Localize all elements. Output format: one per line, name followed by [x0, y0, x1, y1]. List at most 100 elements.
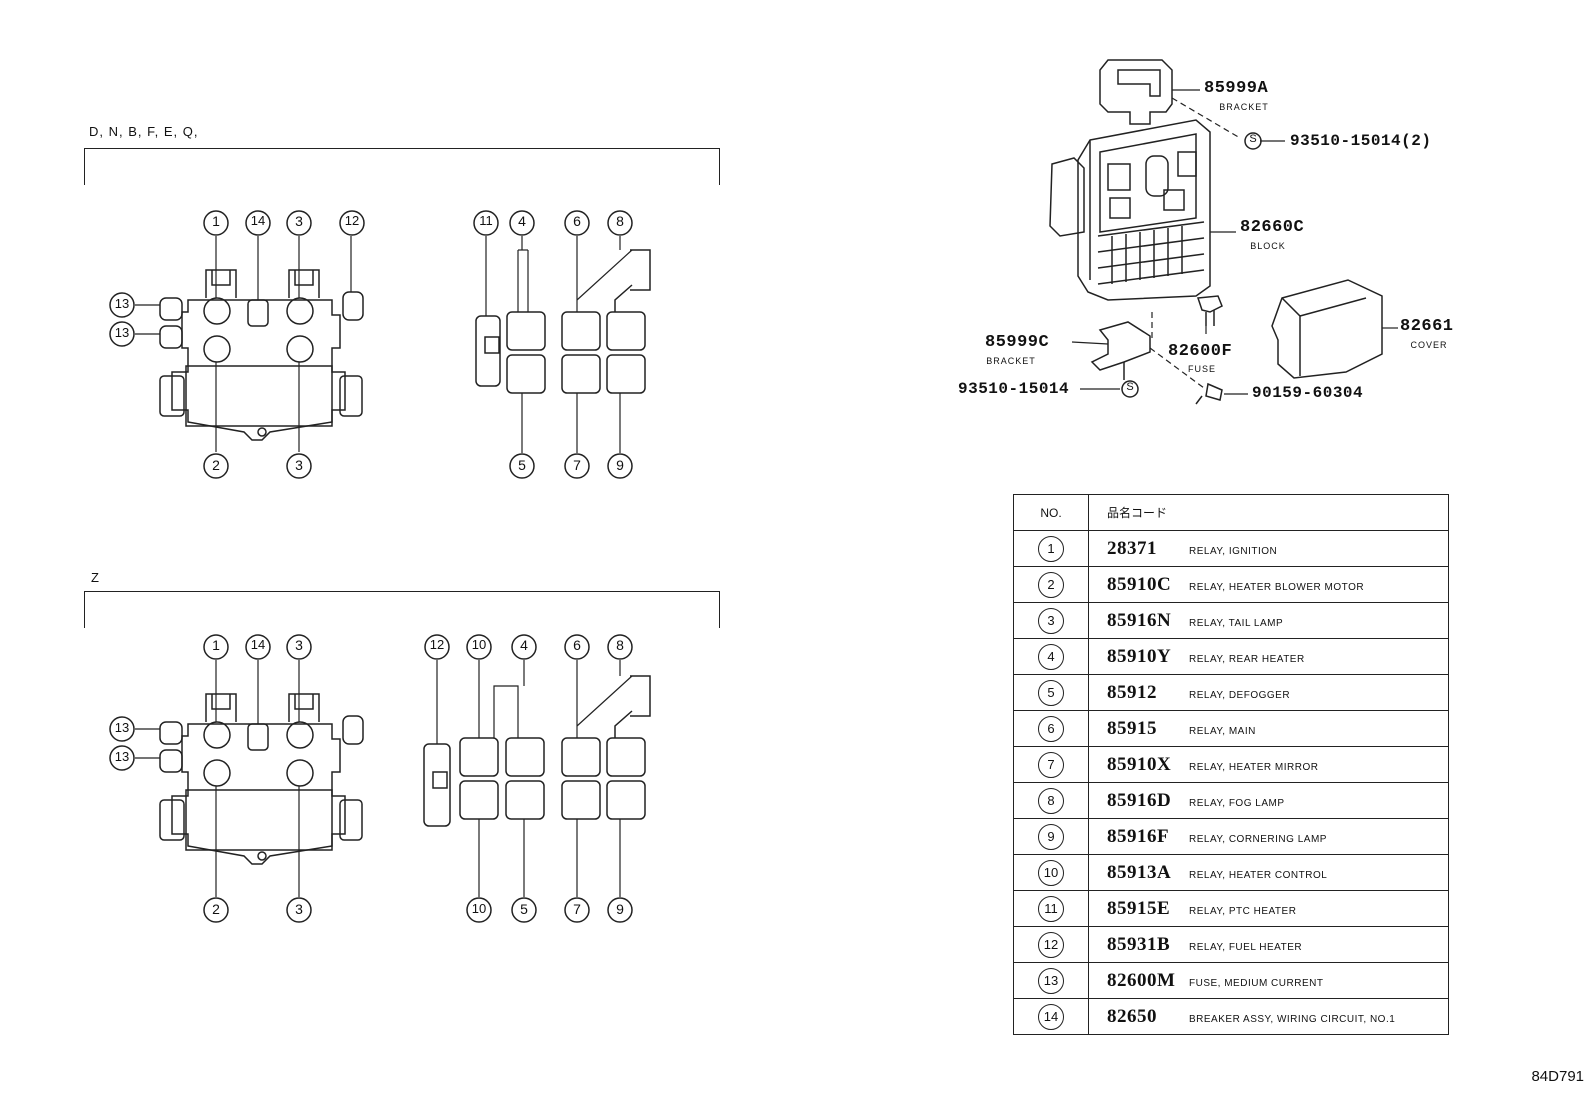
callout-7-top: 7 — [573, 457, 581, 473]
row-no: 8 — [1013, 782, 1089, 819]
row-no: 9 — [1013, 818, 1089, 855]
callout-3-top: 3 — [295, 213, 303, 229]
part-code: 82650 — [1107, 1005, 1157, 1027]
part-code: 85910X — [1107, 753, 1172, 775]
part-93510-15014-2: 93510-15014(2) — [1290, 132, 1432, 150]
part-code: 85912 — [1107, 681, 1157, 703]
callout-1-bottom: 1 — [212, 637, 220, 653]
part-code: 85916F — [1107, 825, 1170, 847]
part-82600f-name: FUSE — [1187, 364, 1216, 374]
header-code-text: 品名コード — [1107, 506, 1168, 520]
callout-3b-top: 3 — [295, 457, 303, 473]
callout-1-top: 1 — [212, 213, 220, 229]
callout-9-bottom: 9 — [616, 901, 624, 917]
part-82660c: 82660C — [1240, 218, 1305, 237]
row-no: 3 — [1013, 602, 1089, 639]
callout-13a-top: 13 — [114, 296, 130, 311]
row-number-circle: 1 — [1038, 535, 1064, 562]
callout-13b-top: 13 — [114, 325, 130, 340]
relay-block-top-left — [159, 269, 364, 441]
table-row: 5 85912 RELAY, DEFOGGER — [1013, 674, 1449, 711]
table-row: 11 85915E RELAY, PTC HEATER — [1013, 890, 1449, 927]
relay-group-bottom-right — [423, 675, 651, 827]
row-no: 11 — [1013, 890, 1089, 927]
row-number-circle: 11 — [1038, 895, 1064, 922]
part-description: RELAY, DEFOGGER — [1189, 689, 1291, 701]
part-85999a: 85999A — [1204, 79, 1269, 98]
row-number-circle: 6 — [1038, 715, 1064, 742]
row-number-circle: 4 — [1038, 643, 1064, 670]
part-description: RELAY, CORNERING LAMP — [1189, 833, 1327, 845]
callout-8-top: 8 — [616, 213, 624, 229]
part-description: FUSE, MEDIUM CURRENT — [1189, 977, 1324, 989]
part-82661: 82661 — [1400, 317, 1454, 336]
row-number-circle: 13 — [1038, 967, 1064, 994]
part-code: 85915E — [1107, 897, 1171, 919]
part-description: RELAY, HEATER MIRROR — [1189, 761, 1319, 773]
row-number-circle: 14 — [1038, 1003, 1064, 1030]
row-number-circle: 9 — [1038, 823, 1064, 850]
part-85999a-name: BRACKET — [1219, 102, 1269, 112]
part-description: RELAY, HEATER BLOWER MOTOR — [1189, 581, 1365, 593]
callout-13b-bottom: 13 — [114, 749, 130, 764]
table-row: 9 85916F RELAY, CORNERING LAMP — [1013, 818, 1449, 855]
row-no: 13 — [1013, 962, 1089, 999]
row-detail: 82650 BREAKER ASSY, WIRING CIRCUIT, NO.1 — [1088, 998, 1449, 1035]
screw-symbol-a: S — [1249, 133, 1257, 145]
callout-5-top: 5 — [518, 457, 526, 473]
callout-3-bottom: 3 — [295, 637, 303, 653]
row-number-circle: 5 — [1038, 679, 1064, 706]
row-detail: 85915E RELAY, PTC HEATER — [1088, 890, 1449, 927]
table-header: NO. 品名コード — [1013, 494, 1449, 531]
part-code: 85916D — [1107, 789, 1172, 811]
callout-14-bottom: 14 — [250, 637, 266, 652]
part-85999c-name: BRACKET — [986, 356, 1036, 366]
callout-14-top: 14 — [250, 213, 266, 228]
part-82660c-name: BLOCK — [1250, 241, 1286, 251]
section-label-top: D, N, B, F, E, Q, — [89, 124, 199, 139]
row-no: 2 — [1013, 566, 1089, 603]
part-description: RELAY, PTC HEATER — [1189, 905, 1297, 917]
part-82600f: 82600F — [1168, 342, 1233, 361]
callout-12-top: 12 — [344, 213, 360, 228]
row-no: 1 — [1013, 530, 1089, 567]
callout-6-bottom: 6 — [573, 637, 581, 653]
diagram-id: 84D791 — [1531, 1068, 1584, 1085]
callout-2-bottom: 2 — [212, 901, 220, 917]
header-no: NO. — [1013, 494, 1089, 531]
callout-12-bottom: 12 — [429, 637, 445, 652]
row-no: 7 — [1013, 746, 1089, 783]
callout-10b-bottom: 10 — [471, 901, 487, 916]
callout-7-bottom: 7 — [573, 901, 581, 917]
row-number-circle: 10 — [1038, 859, 1064, 886]
callout-8-bottom: 8 — [616, 637, 624, 653]
part-85999c: 85999C — [985, 333, 1050, 352]
section-bracket-top — [84, 148, 720, 185]
part-90159-60304: 90159-60304 — [1252, 384, 1364, 402]
part-description: RELAY, FUEL HEATER — [1189, 941, 1303, 953]
row-no: 12 — [1013, 926, 1089, 963]
row-number-circle: 7 — [1038, 751, 1064, 778]
row-detail: 85910X RELAY, HEATER MIRROR — [1088, 746, 1449, 783]
row-no: 10 — [1013, 854, 1089, 891]
part-description: RELAY, REAR HEATER — [1189, 653, 1305, 665]
screw-symbol-c: S — [1126, 381, 1134, 393]
relay-group-top-right — [475, 249, 651, 394]
part-code: 85931B — [1107, 933, 1171, 955]
callout-6-top: 6 — [573, 213, 581, 229]
callout-3b-bottom: 3 — [295, 901, 303, 917]
part-description: BREAKER ASSY, WIRING CIRCUIT, NO.1 — [1189, 1013, 1396, 1025]
row-number-circle: 2 — [1038, 571, 1064, 598]
part-code: 85913A — [1107, 861, 1172, 883]
table-row: 12 85931B RELAY, FUEL HEATER — [1013, 926, 1449, 963]
